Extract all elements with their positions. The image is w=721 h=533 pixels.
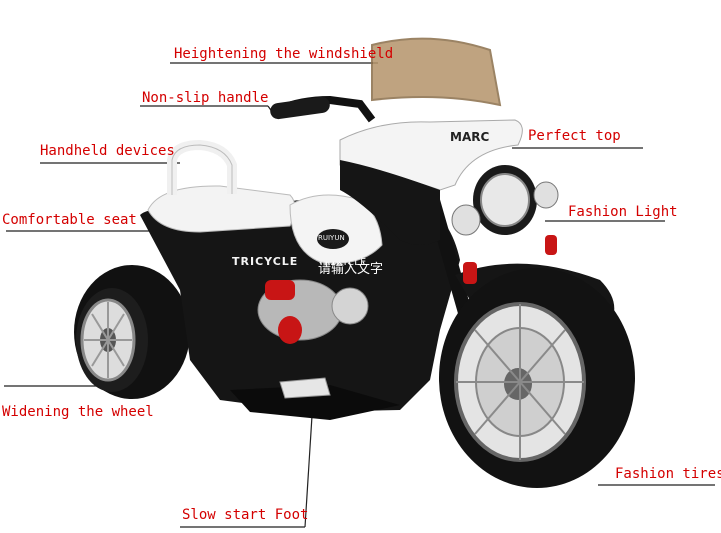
- windshield: [371, 37, 502, 107]
- label-handheld: Handheld devices: [40, 143, 175, 159]
- label-windshield: Heightening the windshield: [174, 46, 394, 62]
- label-wheel: Widening the wheel: [2, 404, 154, 420]
- front-wheel: [439, 268, 635, 488]
- label-perfect-top: Perfect top: [528, 128, 621, 144]
- callout-line-foot: [304, 399, 314, 528]
- callout-lines: [4, 62, 715, 528]
- watermark-text: 请输入文字: [318, 262, 384, 277]
- engine: [257, 279, 369, 344]
- rear-wheel: [74, 265, 190, 399]
- front-fairing: [339, 119, 559, 284]
- tank-badge: RUIYUN: [318, 234, 345, 242]
- tricycle-lettering: TRICYCLE: [232, 255, 299, 268]
- label-handle: Non-slip handle: [142, 90, 269, 106]
- label-foot: Slow start Foot: [182, 507, 309, 523]
- fuel-tank: [289, 194, 383, 264]
- label-seat: Comfortable seat: [2, 212, 137, 228]
- fairing-text: MARC: [450, 130, 490, 144]
- seat: [147, 139, 296, 233]
- label-fashion-light: Fashion Light: [568, 204, 678, 220]
- handlebar: [270, 95, 376, 123]
- label-tires: Fashion tires: [615, 466, 721, 482]
- foot-pedal: [279, 377, 331, 399]
- body-text: TRICYCLE: [318, 257, 367, 268]
